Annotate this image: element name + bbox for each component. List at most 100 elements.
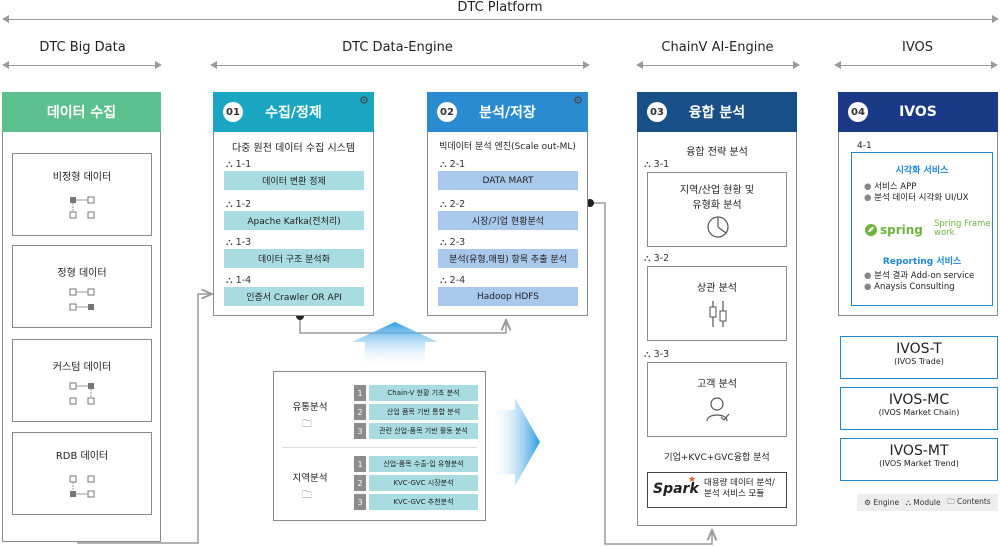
fusion-analysis-header: 03 융합 분석 <box>637 92 797 132</box>
section-title-data-engine: DTC Data-Engine <box>342 40 453 55</box>
fusion-item-text: 지역/산업 현황 및 유형화 분석 <box>679 185 755 211</box>
fusion-item-text: 고객 분석 <box>697 379 737 390</box>
data-source-card: 정형 데이터 <box>12 245 152 328</box>
module-item-bar: 데이터 구조 분석화 <box>224 249 364 268</box>
spark-logo: Spark <box>653 481 699 497</box>
custom-data-icon <box>69 382 95 405</box>
module-item-label: ⛬ 2-3 <box>440 237 466 248</box>
module-item-label: ⛬ 2-2 <box>440 199 466 210</box>
section-title-ai-engine: ChainV AI-Engine <box>661 40 774 55</box>
pie-chart-icon <box>707 216 729 238</box>
collect-refine-subtitle: 다중 원천 데이터 수집 시스템 <box>231 143 356 154</box>
data-source-label: 비정형 데이터 <box>52 172 112 183</box>
module-item-bar: 인증서 Crawler OR API <box>224 287 364 306</box>
gear-icon: ⚙ <box>864 498 871 507</box>
data-source-card: 비정형 데이터 <box>12 153 152 236</box>
reporting-service-title: Reporting 서비스 <box>882 257 962 267</box>
reporting-service-list: ● 분석 결과 Add-on service ● Anaysis Consult… <box>864 271 974 293</box>
fusion-item-card: 상관 분석 <box>647 266 787 341</box>
ivos-product-box: IVOS-T (IVOS Trade) <box>840 336 998 379</box>
analyze-store-panel: 02 분석/저장 ⚙ 빅데이터 분석 엔진(Scale out-ML) ⛬ 2-… <box>427 92 588 316</box>
module-icon: ⛬ <box>905 497 911 507</box>
ivos-product-subtitle: (IVOS Trade) <box>894 357 944 366</box>
spark-star-icon: ★ <box>688 475 697 485</box>
connector-analyze-to-fusion <box>590 202 712 545</box>
regional-analysis-title: 지역분석 <box>292 473 328 484</box>
ai-engine-span-arrow <box>636 61 800 69</box>
legend: ⚙ Engine ⛬ Module 🗀 Contents <box>857 494 998 511</box>
module-item-label: ⛬ 1-2 <box>226 199 252 210</box>
module-item-label: ⛬ 1-4 <box>226 275 252 286</box>
spark-module-card: Spark ★ 대용량 데이터 분석/ 분석 서비스 모듈 <box>647 472 787 508</box>
data-source-card: 커스텀 데이터 <box>12 339 152 422</box>
data-collection-title: 데이터 수집 <box>46 105 117 121</box>
module-item-bar: Apache Kafka(전처리) <box>224 211 364 230</box>
ivos-product-name: IVOS-T <box>896 341 942 357</box>
module-item-label: ⛬ 3-2 <box>644 253 670 264</box>
fusion-summary: 기업+KVC+GVC융합 분석 <box>664 453 770 463</box>
ivos-product-subtitle: (IVOS Market Trend) <box>879 459 959 468</box>
data-source-label: 커스텀 데이터 <box>52 362 112 373</box>
correlation-icon <box>709 301 727 327</box>
data-engine-span-arrow <box>210 61 590 69</box>
analyze-store-title: 분석/저장 <box>479 105 536 121</box>
data-source-card: RDB 데이터 <box>12 432 152 515</box>
up-gradient-arrow <box>352 322 438 368</box>
list-item: ● 분석 데이터 시각화 UI/UX <box>864 193 969 203</box>
module-item-label: ⛬ 2-1 <box>440 159 466 170</box>
fusion-item-text: 상관 분석 <box>697 283 737 294</box>
ivos-product-name: IVOS-MC <box>888 392 950 408</box>
fusion-analysis-title: 융합 분석 <box>688 105 746 121</box>
folder-icon: 🗀 <box>302 419 312 430</box>
folder-icon: 🗀 <box>302 490 312 501</box>
module-number-badge: 01 <box>223 102 243 122</box>
module-item-label: ⛬ 3-3 <box>644 349 670 360</box>
data-collection-panel: 데이터 수집 비정형 데이터 정형 데이터 커스텀 데이터 RDB 데이터 <box>2 92 161 542</box>
ivos-item-label: 4-1 <box>857 141 872 151</box>
module-number-badge: 04 <box>848 102 868 122</box>
ivos-product-name: IVOS-MT <box>889 443 949 459</box>
fusion-analysis-subtitle: 융합 전략 분석 <box>686 147 748 158</box>
visualization-service-title: 시각화 서비스 <box>895 166 949 176</box>
gear-icon: ⚙ <box>359 94 369 107</box>
visualization-service-list: ● 서비스 APP ● 분석 데이터 시각화 UI/UX <box>864 182 968 204</box>
structured-data-icon <box>69 288 95 311</box>
data-source-label: RDB 데이터 <box>55 451 109 462</box>
collect-refine-header: 01 수집/정제 ⚙ <box>213 92 374 132</box>
legend-contents: 🗀 Contents <box>947 497 991 506</box>
folder-icon: 🗀 <box>947 497 955 506</box>
spring-logo: spring <box>880 223 923 237</box>
module-item-bar: Hadoop HDFS <box>438 287 578 306</box>
unstructured-data-icon <box>69 196 95 219</box>
module-item-label: ⛬ 2-4 <box>440 275 466 286</box>
data-source-label: 정형 데이터 <box>57 268 107 279</box>
analyze-store-subtitle: 빅데이터 분석 엔진(Scale out-ML) <box>439 142 576 152</box>
ivos-header: 04 IVOS <box>838 92 998 132</box>
spring-leaf-icon <box>865 224 877 236</box>
data-collection-header: 데이터 수집 <box>2 92 161 132</box>
ivos-span-arrow <box>834 61 998 69</box>
list-item: ● 서비스 APP <box>864 182 917 192</box>
collect-refine-panel: 01 수집/정제 ⚙ 다중 원천 데이터 수집 시스템 ⛬ 1-1 데이터 변환… <box>213 92 374 316</box>
ivos-services-box: 시각화 서비스 ● 서비스 APP ● 분석 데이터 시각화 UI/UX spr… <box>851 152 993 306</box>
ivos-product-subtitle: (IVOS Market Chain) <box>878 408 960 417</box>
module-item-bar: 데이터 변환 정제 <box>224 171 364 190</box>
ivos-panel: 04 IVOS 4-1 시각화 서비스 ● 서비스 APP ● 분석 데이터 시… <box>838 92 998 316</box>
legend-module: ⛬ Module <box>905 497 941 507</box>
module-item-label: ⛬ 1-1 <box>226 159 252 170</box>
module-item-label: ⛬ 1-3 <box>226 237 252 248</box>
fusion-analysis-panel: 03 융합 분석 융합 전략 분석 ⛬ 3-1 지역/산업 현황 및 유형화 분… <box>637 92 797 526</box>
ivos-product-box: IVOS-MT (IVOS Market Trend) <box>840 438 998 481</box>
gear-icon: ⚙ <box>573 94 583 107</box>
section-title-ivos: IVOS <box>902 40 933 55</box>
module-item-bar: DATA MART <box>438 171 578 190</box>
right-gradient-arrow <box>490 398 540 486</box>
distribution-analysis-title: 유통분석 <box>292 402 328 413</box>
analysis-divider <box>282 447 477 448</box>
analyze-store-header: 02 분석/저장 ⚙ <box>427 92 588 132</box>
collect-refine-title: 수집/정제 <box>265 105 322 121</box>
rdb-data-icon <box>69 475 95 498</box>
